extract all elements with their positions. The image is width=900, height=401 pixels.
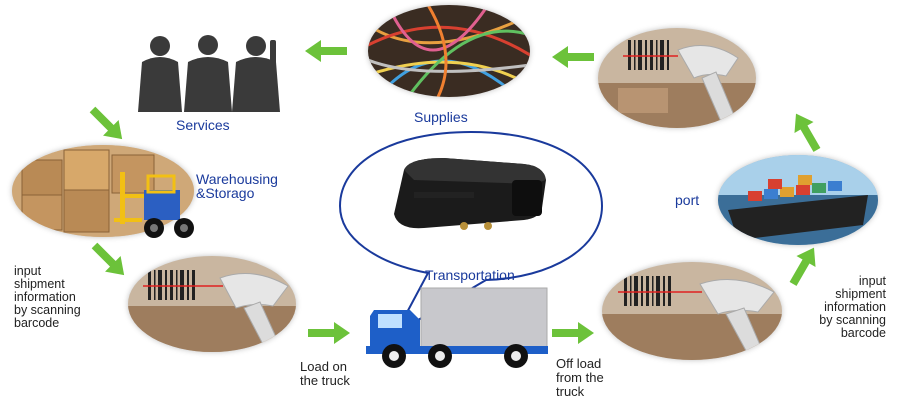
supplies-wires-image [368, 5, 530, 97]
offload-line: from the [556, 370, 604, 385]
arrow-icon-services-to-warehousing [89, 106, 123, 140]
input-right-line: by scanning [819, 313, 886, 327]
input-right-line: information [824, 300, 886, 314]
input-right-line: input [858, 274, 886, 288]
input-right-line: barcode [840, 326, 886, 340]
barcode-scan-image-top-right [598, 28, 756, 128]
load-line: the truck [300, 373, 350, 388]
warehousing-label: Warehousing &Storago [196, 172, 278, 200]
arrow-icon-warehousing-to-scan [91, 242, 125, 276]
warehousing-label-line1: Warehousing [196, 171, 278, 187]
offload-line: truck [556, 384, 585, 399]
arrow-icon-scan-to-supplies [552, 46, 594, 68]
load-line: Load on [300, 359, 347, 374]
truck-icon [366, 286, 550, 372]
barcode-scan-image-left [128, 256, 296, 352]
input-left-line: input [14, 264, 42, 278]
input-left-line: barcode [14, 316, 60, 330]
warehousing-image [12, 145, 194, 237]
arrow-icon-scan-to-truck [308, 322, 350, 344]
input-shipment-label-left: input shipment information by scanning b… [14, 265, 81, 330]
arrow-icon-truck-to-scan [552, 322, 594, 344]
gps-tracker-device-icon [384, 150, 554, 240]
input-right-line: shipment [835, 287, 886, 301]
offload-line: Off load [556, 356, 602, 371]
warehousing-label-line2: &Storago [196, 185, 255, 201]
services-workers-icon [130, 32, 290, 112]
port-ship-image [718, 155, 878, 245]
port-label: port [675, 192, 700, 208]
barcode-scan-image-right [602, 262, 782, 360]
services-label: Services [176, 117, 230, 133]
input-left-line: information [14, 290, 76, 304]
arrow-icon-scan-to-port [789, 247, 816, 287]
arrow-icon-port-to-scan [794, 113, 821, 153]
load-on-truck-label: Load on the truck [300, 360, 350, 388]
arrow-icon-supplies-to-services [305, 40, 347, 62]
forklift-icon [114, 170, 206, 242]
transportation-label: Transportation [425, 267, 515, 283]
input-left-line: shipment [14, 277, 65, 291]
off-load-label: Off load from the truck [556, 357, 604, 399]
input-shipment-label-right: input shipment information by scanning b… [792, 275, 886, 340]
supplies-label: Supplies [414, 109, 468, 125]
input-left-line: by scanning [14, 303, 81, 317]
